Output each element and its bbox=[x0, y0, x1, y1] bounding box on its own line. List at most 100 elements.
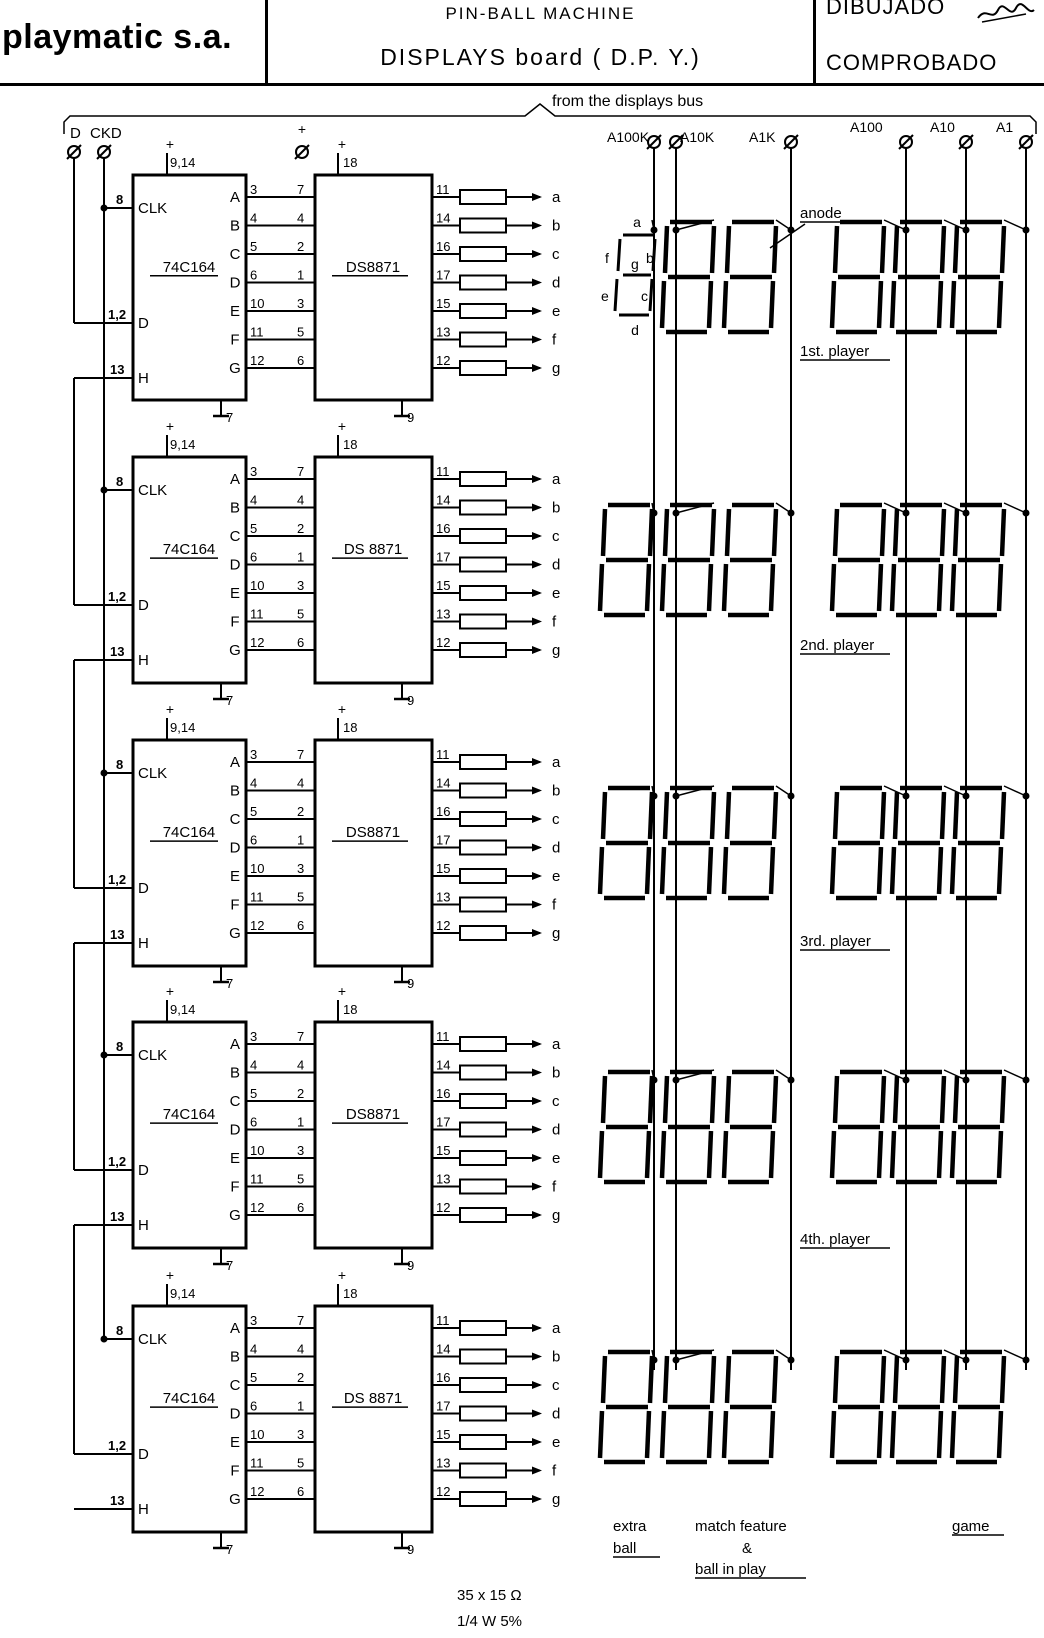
driver-input-pin: 7 bbox=[297, 747, 304, 762]
segment bbox=[996, 280, 1004, 329]
driver-input-pin: 4 bbox=[297, 493, 304, 508]
segment bbox=[892, 508, 900, 557]
segment bbox=[662, 1355, 670, 1404]
legend-d: d bbox=[631, 322, 639, 338]
sr-output-pin: 3 bbox=[250, 464, 257, 479]
sr-output-pin: 6 bbox=[250, 1399, 257, 1414]
anode-junction bbox=[787, 509, 795, 517]
sr-output-pin: 4 bbox=[250, 1058, 257, 1073]
segment bbox=[939, 1355, 947, 1404]
segment bbox=[647, 791, 655, 840]
segment bbox=[706, 1130, 714, 1179]
title-cell: PIN-BALL MACHINE DISPLAYS board ( D.P. Y… bbox=[268, 0, 816, 86]
pin-label-e: E bbox=[230, 868, 240, 885]
pin-label-c: C bbox=[230, 811, 241, 828]
seven-segment-digit bbox=[829, 502, 887, 618]
segment bbox=[952, 1355, 960, 1404]
segment-output-f: f bbox=[552, 897, 557, 914]
pin-label-d: D bbox=[230, 275, 241, 292]
driver-input-pin: 2 bbox=[297, 521, 304, 536]
pin-label-clk: CLK bbox=[138, 1331, 167, 1348]
sr-output-pin: 5 bbox=[250, 804, 257, 819]
seven-segment-digit bbox=[597, 1069, 655, 1185]
sr-output-pin: 11 bbox=[250, 1172, 264, 1187]
driver-input-pin: 4 bbox=[297, 211, 304, 226]
h-pin-number: 13 bbox=[110, 1493, 124, 1508]
anode-junction bbox=[672, 1076, 680, 1084]
sr-output-pin: 12 bbox=[250, 1200, 264, 1215]
sr-output-pin: 3 bbox=[250, 1029, 257, 1044]
resistor bbox=[459, 1462, 507, 1479]
anode-junction bbox=[962, 1076, 970, 1084]
resistor bbox=[459, 1320, 507, 1336]
segment bbox=[706, 846, 714, 895]
segment bbox=[771, 791, 779, 840]
sr-ground-pin: 7 bbox=[226, 1542, 233, 1557]
legend-b: b bbox=[646, 250, 654, 266]
segment bbox=[644, 1410, 652, 1459]
segment bbox=[876, 1130, 884, 1179]
segment bbox=[936, 1130, 944, 1179]
segment bbox=[647, 1355, 655, 1404]
anode-tap bbox=[943, 219, 967, 231]
segment bbox=[949, 563, 957, 612]
driver-input-pin: 2 bbox=[297, 1370, 304, 1385]
pin-label-h: H bbox=[138, 935, 149, 952]
segment-output-g: g bbox=[552, 1207, 560, 1224]
resistor bbox=[459, 1434, 507, 1450]
driver-input-pin: 5 bbox=[297, 607, 304, 622]
seven-segment-digit bbox=[721, 502, 779, 618]
anode-tap bbox=[943, 1069, 967, 1081]
segment bbox=[832, 1075, 840, 1124]
anode-tap bbox=[675, 502, 715, 514]
pin-label-f: F bbox=[230, 614, 239, 631]
segment bbox=[662, 791, 670, 840]
segment-output-f: f bbox=[552, 614, 557, 631]
sr-output-pin: 5 bbox=[250, 1370, 257, 1385]
anode-junction bbox=[962, 1356, 970, 1364]
seven-segment-digit bbox=[829, 219, 887, 335]
driver-output-pin: 15 bbox=[436, 1427, 450, 1442]
driver-output-pin: 13 bbox=[436, 1456, 450, 1471]
anode-label: anode bbox=[800, 205, 842, 222]
seven-segment-digit bbox=[721, 1349, 779, 1465]
clk-pin-number: 8 bbox=[116, 1039, 123, 1054]
anode-tap bbox=[1003, 1349, 1027, 1361]
segment-output-c: c bbox=[552, 1093, 560, 1110]
driver-supply-plus: + bbox=[338, 701, 346, 717]
segment-output-d: d bbox=[552, 1122, 560, 1139]
driver-input-pin: 5 bbox=[297, 325, 304, 340]
segment bbox=[876, 280, 884, 329]
driver-part-label: DS 8871 bbox=[344, 1390, 402, 1407]
resistor bbox=[459, 471, 507, 487]
segment bbox=[832, 1355, 840, 1404]
driver-output-pin: 13 bbox=[436, 325, 450, 340]
anode-junction bbox=[902, 509, 910, 517]
match-feature-label-3: ball in play bbox=[695, 1561, 766, 1578]
segment-output-g: g bbox=[552, 1491, 560, 1508]
sr-output-pin: 3 bbox=[250, 747, 257, 762]
segment bbox=[949, 1410, 957, 1459]
resistor-note-1: 35 x 15 Ω bbox=[457, 1587, 522, 1604]
pin-label-e: E bbox=[230, 303, 240, 320]
pin-label-g: G bbox=[229, 360, 241, 377]
segment bbox=[600, 791, 608, 840]
seven-segment-digit bbox=[597, 785, 655, 901]
seven-segment-digit bbox=[889, 502, 947, 618]
driver-input-pin: 6 bbox=[297, 1484, 304, 1499]
resistor bbox=[459, 925, 507, 941]
segment bbox=[939, 791, 947, 840]
row-label-4: 4th. player bbox=[800, 1231, 870, 1248]
anode-tap bbox=[1003, 502, 1027, 514]
driver-ground-pin: 9 bbox=[407, 693, 414, 708]
sr-supply-pins: 9,14 bbox=[170, 155, 195, 170]
display-driver-stage-4 bbox=[131, 1020, 542, 1250]
segment bbox=[829, 1410, 837, 1459]
segment-output-a: a bbox=[552, 1036, 561, 1053]
segment bbox=[829, 846, 837, 895]
pin-label-d: D bbox=[230, 1122, 241, 1139]
driver-output-pin: 13 bbox=[436, 607, 450, 622]
driver-output-pin: 16 bbox=[436, 521, 450, 536]
pin-label-c: C bbox=[230, 528, 241, 545]
driver-output-pin: 16 bbox=[436, 804, 450, 819]
